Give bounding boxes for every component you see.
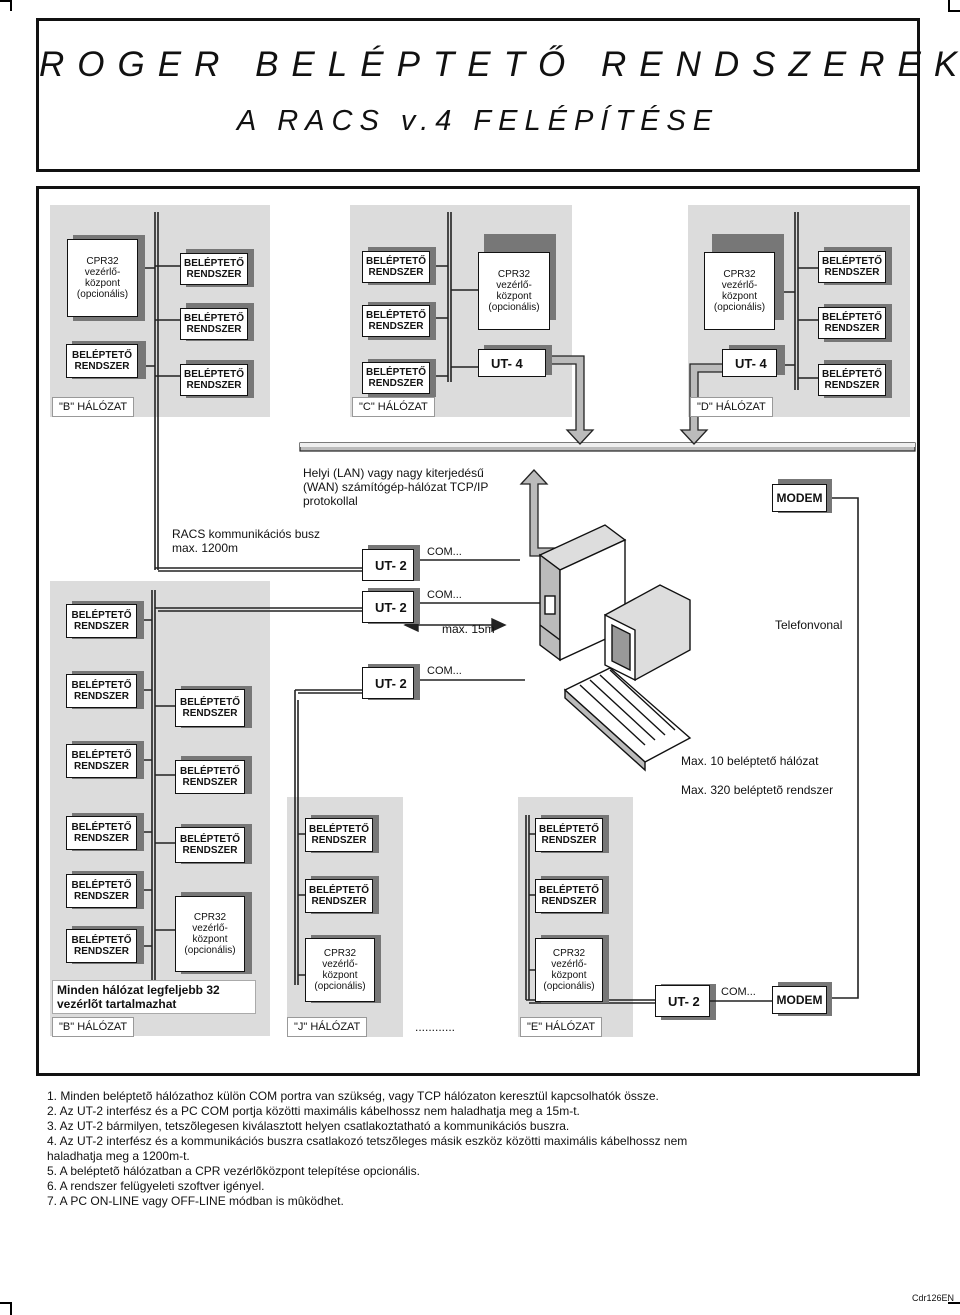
phone-line <box>828 497 859 999</box>
modem-bottom: MODEM <box>772 986 827 1014</box>
network-label-d: "D" HÁLÓZAT <box>690 397 773 417</box>
access-system: BELÉPTETŐ RENDSZER <box>818 251 886 283</box>
bus-label: RACS kommunikációs busz max. 1200m <box>172 527 321 555</box>
crop-mark <box>0 1302 11 1304</box>
ut4-interface: UT- 4 <box>722 349 777 377</box>
bus-connection <box>295 689 362 694</box>
access-system: BELÉPTETŐ RENDSZER <box>175 689 245 727</box>
max-systems-label: Max. 320 beléptetõ rendszer <box>681 783 834 797</box>
page-title: ROGER BELÉPTETŐ RENDSZEREK <box>39 45 960 84</box>
access-system: BELÉPTETŐ RENDSZER <box>66 344 138 378</box>
ut4-interface: UT- 4 <box>478 349 546 377</box>
page-subtitle: A RACS v.4 FELÉPÍTÉSE <box>236 105 720 137</box>
cpr32-controller: CPR32 vezérlő- központ (opcionális) <box>175 896 245 972</box>
note-item: 6. A rendszer felügyeleti szoftver igény… <box>47 1179 265 1193</box>
com-label: COM... <box>427 546 462 558</box>
access-system: BELÉPTETŐ RENDSZER <box>305 818 373 852</box>
lan-backbone <box>299 442 916 452</box>
network-c-uplink-arrow <box>523 355 595 445</box>
bus-line <box>151 590 156 985</box>
note-item: 4. Az UT-2 interfész és a kommunikációs … <box>47 1134 688 1163</box>
bus-line <box>298 833 305 976</box>
network-label-e: "E" HÁLÓZAT <box>520 1017 603 1037</box>
com-label: COM... <box>427 589 462 601</box>
cpr32-controller: CPR32 vezérlő- központ (opcionális) <box>478 252 550 330</box>
bus-line <box>775 267 818 379</box>
access-system: BELÉPTETŐ RENDSZER <box>362 251 430 283</box>
ut2-interface: UT- 2 <box>362 591 414 623</box>
crop-mark <box>948 10 960 12</box>
arrow-head <box>491 617 507 633</box>
title-box: ROGER BELÉPTETŐ RENDSZEREK A RACS v.4 FE… <box>36 18 960 172</box>
com-label: COM... <box>721 986 756 998</box>
note-item: 3. Az UT-2 bármilyen, tetszõlegesen kivá… <box>47 1119 570 1133</box>
diagram-frame <box>36 186 920 1076</box>
access-system: BELÉPTETŐ RENDSZER <box>362 305 430 337</box>
ut2-interface: UT- 2 <box>362 549 414 581</box>
cpr32-controller: CPR32 vezérlő- központ (opcionális) <box>67 239 138 317</box>
bus-connection <box>155 607 362 612</box>
cpr32-controller: CPR32 vezérlő- központ (opcionális) <box>535 938 603 1002</box>
note-item: 5. A beléptetõ hálózatban a CPR vezérlõk… <box>47 1164 420 1178</box>
access-system: BELÉPTETŐ RENDSZER <box>180 308 248 340</box>
bus-line <box>529 833 535 971</box>
crop-mark <box>948 1302 960 1304</box>
cpr32-controller: CPR32 vezérlő- központ (opcionális) <box>704 252 775 330</box>
com-label: COM... <box>427 665 462 677</box>
access-system: BELÉPTETŐ RENDSZER <box>175 760 245 794</box>
access-system: BELÉPTETŐ RENDSZER <box>66 816 137 850</box>
bus-line <box>294 690 299 985</box>
access-system: BELÉPTETŐ RENDSZER <box>180 253 248 285</box>
bus-line <box>794 212 799 390</box>
dots-separator: ............ <box>415 1020 456 1034</box>
access-system: BELÉPTETŐ RENDSZER <box>535 818 603 852</box>
crop-mark <box>0 0 11 2</box>
bus-line <box>525 815 530 1000</box>
phone-line-label: Telefonvonal <box>775 618 843 632</box>
bus-line <box>137 619 175 947</box>
network-label-c: "C" HÁLÓZAT <box>352 397 435 417</box>
ut2-interface: UT- 2 <box>362 667 414 699</box>
note-item: 2. Az UT-2 interfész és a PC COM portja … <box>47 1104 580 1118</box>
access-system: BELÉPTETŐ RENDSZER <box>66 674 137 708</box>
bus-line <box>430 265 478 377</box>
network-label-j: "J" HÁLÓZAT <box>287 1017 368 1037</box>
access-system: BELÉPTETŐ RENDSZER <box>66 744 137 778</box>
network-label-b-top: "B" HÁLÓZAT <box>52 397 135 417</box>
note-item: 7. A PC ON-LINE vagy OFF-LINE módban is … <box>47 1194 344 1208</box>
bus-line <box>138 265 182 377</box>
bus-line <box>447 212 452 382</box>
pc-illustration <box>538 524 692 772</box>
notes-list: 1. Minden beléptetõ hálózathoz külön COM… <box>47 1089 917 1209</box>
access-system: BELÉPTETŐ RENDSZER <box>305 879 373 913</box>
note-item: 1. Minden beléptetõ hálózathoz külön COM… <box>47 1089 659 1103</box>
access-system: BELÉPTETŐ RENDSZER <box>66 929 137 963</box>
access-system: BELÉPTETŐ RENDSZER <box>362 362 430 394</box>
document-code: Cdr126EN <box>911 1293 954 1303</box>
crop-mark <box>10 1302 12 1315</box>
access-system: BELÉPTETŐ RENDSZER <box>180 364 248 396</box>
bus-connection <box>155 567 362 572</box>
crop-mark <box>948 0 950 11</box>
network-label-b-bottom: "B" HÁLÓZAT <box>52 1017 135 1037</box>
access-system: BELÉPTETŐ RENDSZER <box>818 364 886 396</box>
access-system: BELÉPTETŐ RENDSZER <box>818 307 886 339</box>
max15-label: max. 15m <box>442 622 495 636</box>
access-system: BELÉPTETŐ RENDSZER <box>66 874 137 908</box>
lan-label: Helyi (LAN) vagy nagy kiterjedésű (WAN) … <box>303 466 489 508</box>
access-system: BELÉPTETŐ RENDSZER <box>175 827 245 863</box>
max-controllers-note: Minden hálózat legfeljebb 32 vezérlõt ta… <box>52 980 256 1014</box>
crop-mark <box>10 0 12 11</box>
modem-top: MODEM <box>772 484 827 512</box>
ut2-interface: UT- 2 <box>655 985 710 1017</box>
max-networks-label: Max. 10 beléptető hálózat <box>681 754 819 768</box>
cpr32-controller: CPR32 vezérlő- központ (opcionális) <box>305 938 375 1002</box>
access-system: BELÉPTETŐ RENDSZER <box>535 879 603 913</box>
access-system: BELÉPTETŐ RENDSZER <box>66 604 137 638</box>
